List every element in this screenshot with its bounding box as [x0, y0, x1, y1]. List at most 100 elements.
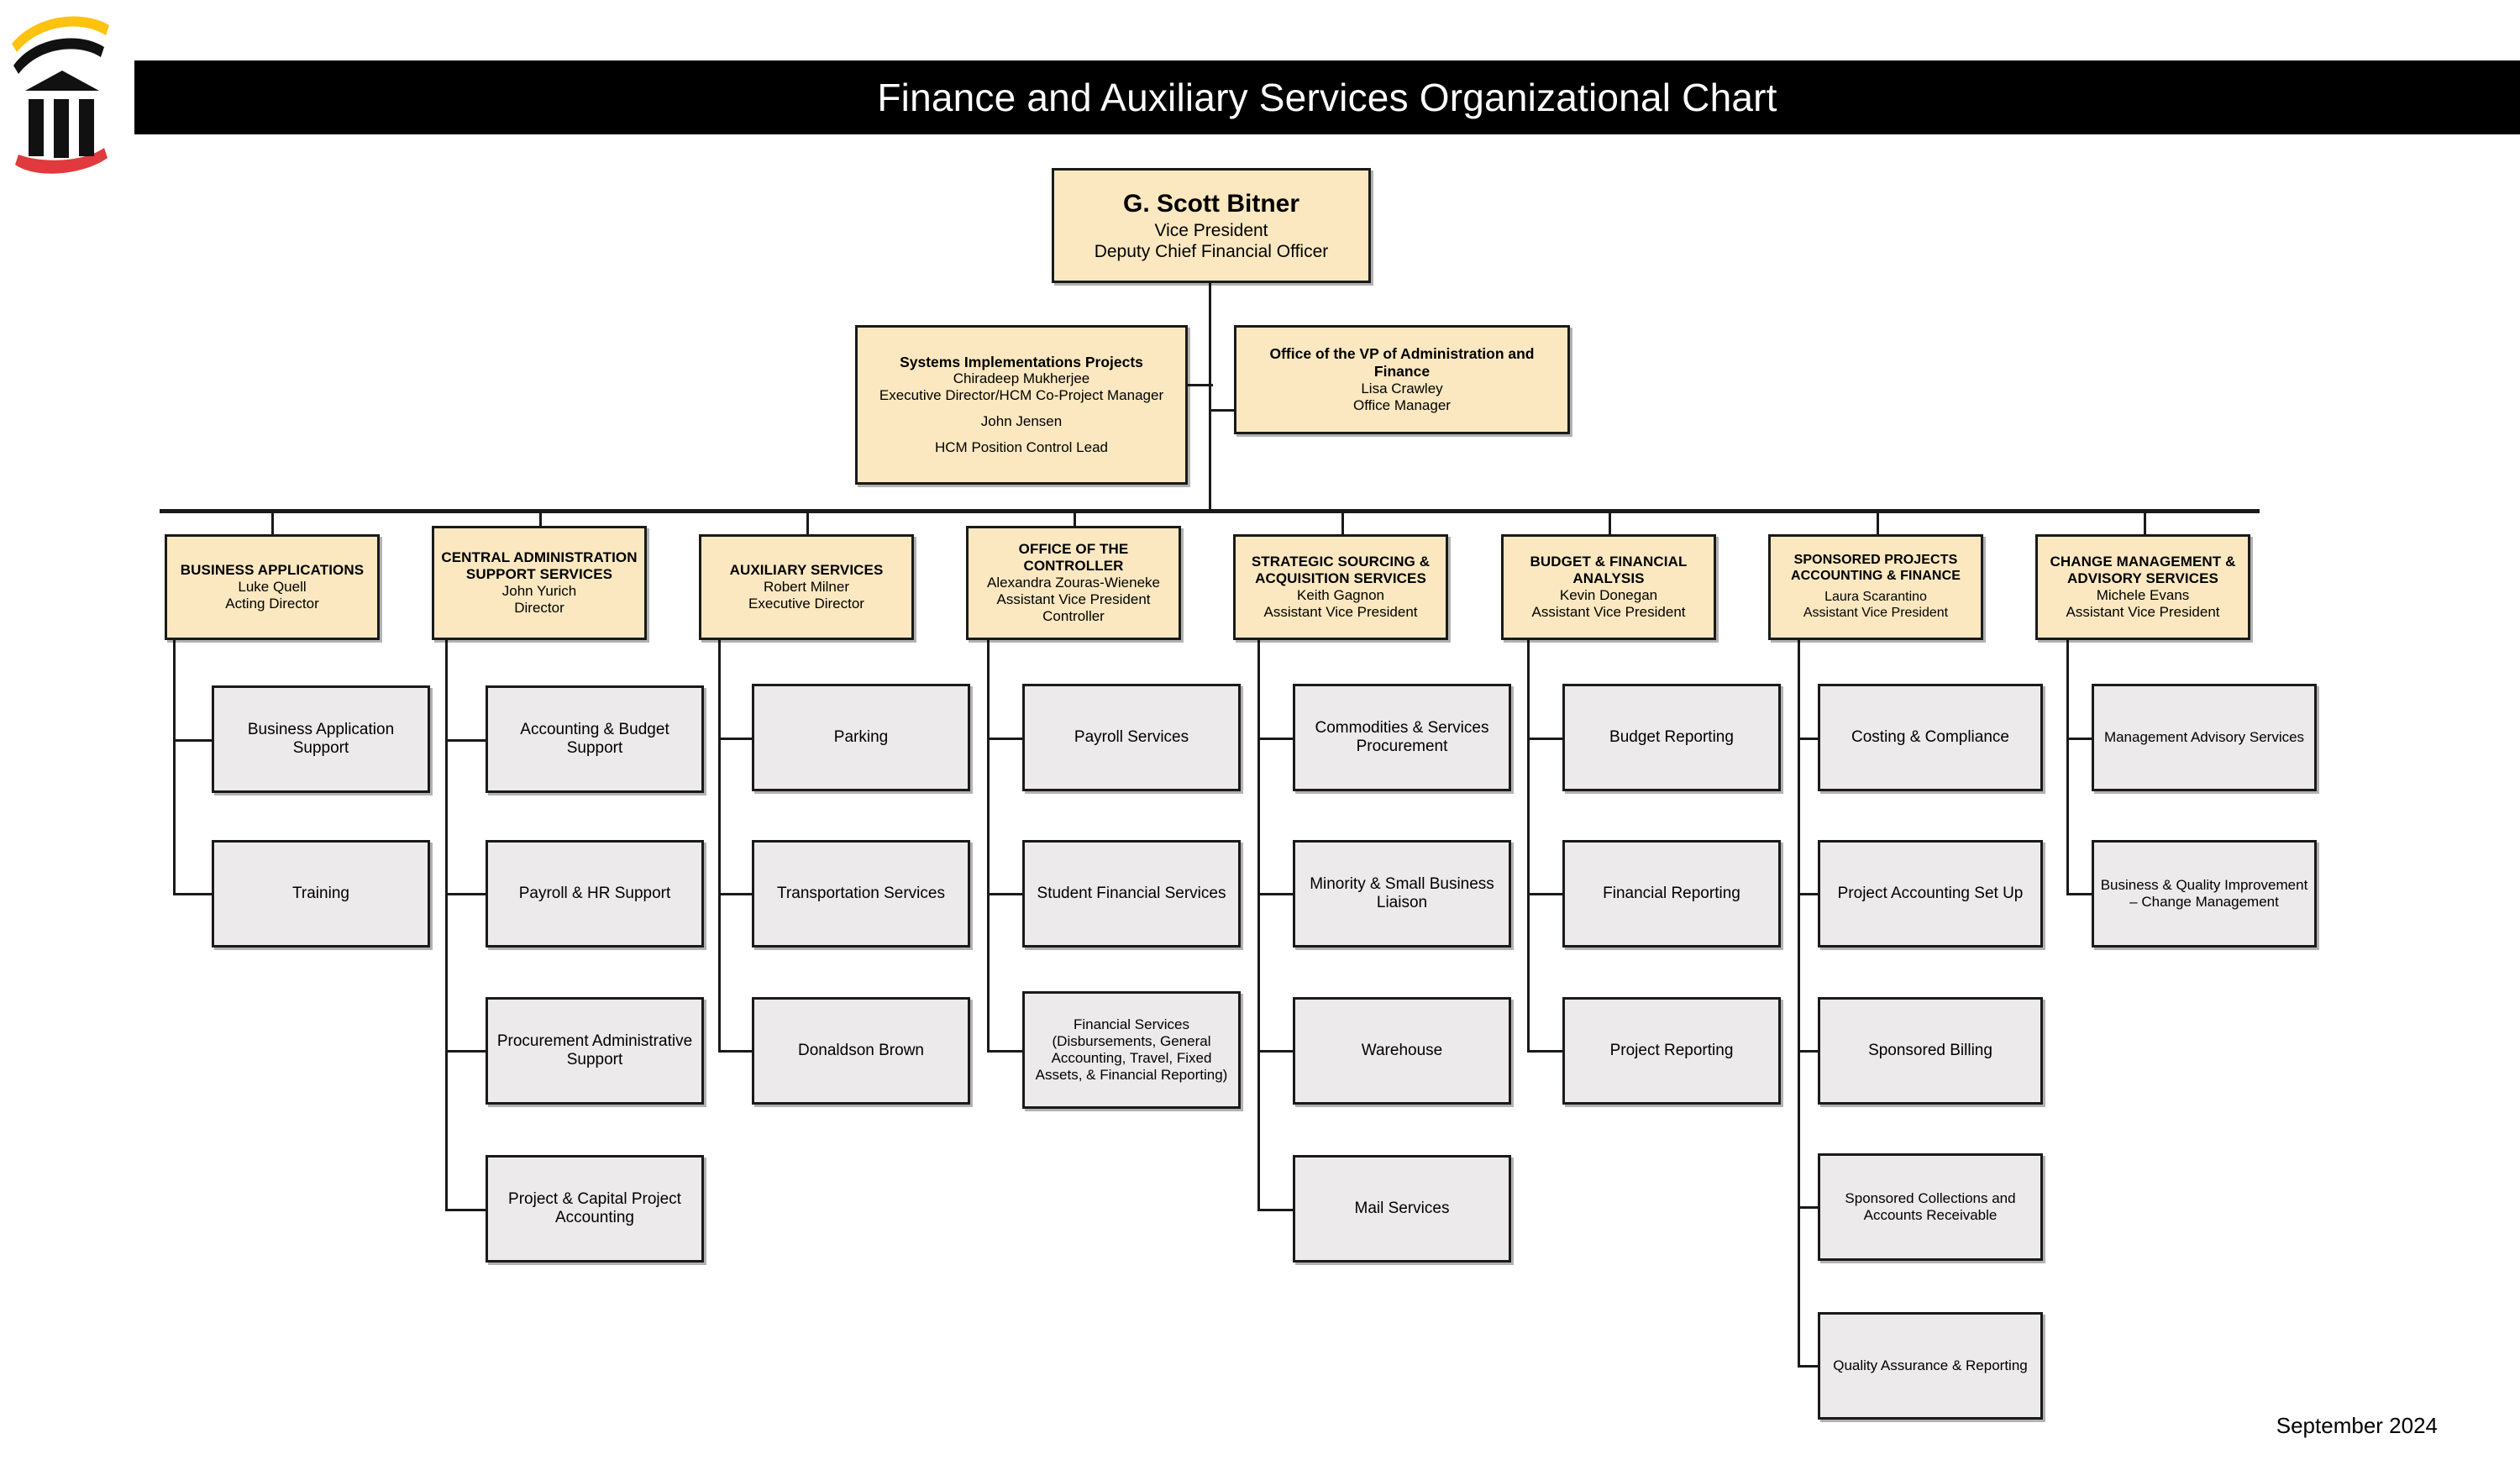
unit-label: Business Application Support — [247, 720, 395, 757]
node-dept-central-administration-support-services[interactable]: CENTRAL ADMINISTRATION SUPPORT SERVICES … — [432, 526, 647, 640]
node-office-vp-administration-finance[interactable]: Office of the VP of Administration and F… — [1234, 325, 1570, 434]
dept-6-heading: BUDGET & FINANCIAL ANALYSIS — [1530, 553, 1688, 586]
staff-2-line-1: Lisa Crawley — [1361, 380, 1443, 396]
node-unit-financial-reporting[interactable]: Financial Reporting — [1562, 840, 1781, 948]
connector-stub-c7-u5 — [1798, 1365, 1819, 1368]
node-unit-parking[interactable]: Parking — [752, 684, 970, 791]
connector-drop-dept-3 — [806, 509, 809, 534]
chart-date: September 2024 — [2276, 1413, 2438, 1438]
dept-1-heading: BUSINESS APPLICATIONS — [180, 561, 365, 578]
staff-1-line-4: John Jensen — [980, 413, 1063, 430]
connector-stub-c1-u1 — [173, 739, 212, 742]
dept-2-person: John Yurich — [501, 583, 577, 599]
connector-stub-c4-u2 — [987, 893, 1024, 895]
connector-spine-col-3 — [718, 640, 721, 1052]
node-dept-office-of-the-controller[interactable]: OFFICE OF THE CONTROLLER Alexandra Zoura… — [966, 526, 1181, 640]
root-name: G. Scott Bitner — [1122, 189, 1299, 218]
node-dept-business-applications[interactable]: BUSINESS APPLICATIONS Luke Quell Acting … — [165, 534, 380, 640]
dept-8-role: Assistant Vice President — [2066, 604, 2220, 621]
connector-stub-c7-u4 — [1798, 1206, 1819, 1209]
node-unit-costing-compliance[interactable]: Costing & Compliance — [1818, 684, 2043, 791]
university-columns-logo — [12, 16, 109, 174]
unit-label: Payroll Services — [1074, 727, 1189, 746]
dept-4-role: Assistant Vice President — [996, 591, 1151, 608]
node-unit-transportation-services[interactable]: Transportation Services — [752, 840, 970, 948]
connector-staff-left-stub — [1188, 384, 1213, 386]
dept-8-person: Michele Evans — [2096, 587, 2190, 603]
unit-label: Parking — [833, 727, 889, 746]
node-dept-budget-financial-analysis[interactable]: BUDGET & FINANCIAL ANALYSIS Kevin Donega… — [1501, 534, 1716, 640]
dept-1-person: Luke Quell — [238, 578, 307, 595]
node-dept-change-management-advisory-services[interactable]: CHANGE MANAGEMENT & ADVISORY SERVICES Mi… — [2035, 534, 2250, 640]
node-unit-project-reporting[interactable]: Project Reporting — [1562, 997, 1781, 1105]
connector-spine-col-7 — [1798, 640, 1800, 1368]
connector-stub-c7-u1 — [1798, 738, 1819, 740]
unit-label: Business & Quality Improvement – Change … — [2100, 876, 2308, 910]
node-dept-auxiliary-services[interactable]: AUXILIARY SERVICES Robert Milner Executi… — [699, 534, 914, 640]
node-unit-financial-services[interactable]: Financial Services (Disbursements, Gener… — [1022, 991, 1241, 1109]
node-unit-sponsored-billing[interactable]: Sponsored Billing — [1818, 997, 2043, 1105]
node-unit-accounting-budget-support[interactable]: Accounting & Budget Support — [486, 685, 704, 793]
connector-stub-c4-u3 — [987, 1050, 1024, 1053]
dept-4-person: Alexandra Zouras-Wieneke — [987, 574, 1160, 591]
connector-stub-c2-u3 — [445, 1050, 486, 1053]
node-dept-sponsored-projects-accounting-finance[interactable]: SPONSORED PROJECTS ACCOUNTING & FINANCE … — [1768, 534, 1983, 640]
connector-spine-col-8 — [2066, 640, 2069, 895]
connector-stub-c8-u2 — [2066, 893, 2092, 895]
unit-label: Sponsored Collections and Accounts Recei… — [1845, 1189, 2016, 1223]
connector-stub-c3-u1 — [718, 738, 753, 740]
unit-label: Costing & Compliance — [1851, 727, 2009, 746]
connector-stub-c4-u1 — [987, 738, 1024, 740]
unit-label: Accounting & Budget Support — [520, 720, 669, 757]
node-unit-payroll-hr-support[interactable]: Payroll & HR Support — [486, 840, 704, 948]
node-unit-minority-small-business-liaison[interactable]: Minority & Small Business Liaison — [1293, 840, 1511, 948]
unit-label: Sponsored Billing — [1868, 1041, 1992, 1059]
unit-label: Minority & Small Business Liaison — [1310, 874, 1494, 911]
dept-3-person: Robert Milner — [763, 578, 850, 595]
node-unit-warehouse[interactable]: Warehouse — [1293, 997, 1511, 1105]
node-unit-donaldson-brown[interactable]: Donaldson Brown — [752, 997, 970, 1105]
dept-2-heading: CENTRAL ADMINISTRATION SUPPORT SERVICES — [441, 549, 638, 582]
unit-label: Project Reporting — [1609, 1041, 1734, 1059]
node-unit-budget-reporting[interactable]: Budget Reporting — [1562, 684, 1781, 791]
unit-label: Mail Services — [1354, 1199, 1450, 1217]
unit-label: Transportation Services — [777, 884, 945, 902]
connector-stub-c2-u1 — [445, 739, 486, 742]
unit-label: Project & Capital Project Accounting — [508, 1189, 681, 1226]
root-title-2: Deputy Chief Financial Officer — [1094, 241, 1329, 261]
node-unit-payroll-services[interactable]: Payroll Services — [1022, 684, 1241, 791]
node-unit-quality-assurance-reporting[interactable]: Quality Assurance & Reporting — [1818, 1312, 2043, 1420]
node-unit-commodities-services-procurement[interactable]: Commodities & Services Procurement — [1293, 684, 1511, 791]
connector-stub-c8-u1 — [2066, 738, 2092, 740]
node-dept-strategic-sourcing-acquisition-services[interactable]: STRATEGIC SOURCING & ACQUISITION SERVICE… — [1233, 534, 1448, 640]
node-unit-mail-services[interactable]: Mail Services — [1293, 1155, 1511, 1263]
node-unit-sponsored-collections-accounts-receivable[interactable]: Sponsored Collections and Accounts Recei… — [1818, 1153, 2043, 1261]
unit-label: Donaldson Brown — [798, 1041, 924, 1059]
unit-label: Training — [292, 884, 349, 902]
unit-label: Payroll & HR Support — [518, 884, 671, 902]
staff-1-line-2: Executive Director/HCM Co-Project Manage… — [879, 387, 1164, 404]
dept-3-role: Executive Director — [748, 596, 864, 612]
connector-drop-dept-7 — [1877, 509, 1879, 534]
node-unit-project-capital-project-accounting[interactable]: Project & Capital Project Accounting — [486, 1155, 704, 1263]
node-unit-student-financial-services[interactable]: Student Financial Services — [1022, 840, 1241, 948]
node-unit-business-quality-improvement-change-management[interactable]: Business & Quality Improvement – Change … — [2092, 840, 2317, 948]
dept-4-heading: OFFICE OF THE CONTROLLER — [1018, 540, 1129, 574]
node-unit-project-accounting-set-up[interactable]: Project Accounting Set Up — [1818, 840, 2043, 948]
connector-stub-c7-u3 — [1798, 1050, 1819, 1053]
dept-5-heading: STRATEGIC SOURCING & ACQUISITION SERVICE… — [1251, 553, 1431, 586]
node-unit-training[interactable]: Training — [212, 840, 430, 948]
connector-stub-c6-u3 — [1527, 1050, 1564, 1053]
node-unit-management-advisory-services[interactable]: Management Advisory Services — [2092, 684, 2317, 791]
dept-6-person: Kevin Donegan — [1559, 587, 1658, 603]
node-root-vice-president[interactable]: G. Scott Bitner Vice President Deputy Ch… — [1052, 168, 1371, 283]
page-title-bar: Finance and Auxiliary Services Organizat… — [134, 60, 2520, 134]
dept-3-heading: AUXILIARY SERVICES — [729, 561, 884, 578]
node-systems-implementations-projects[interactable]: Systems Implementations Projects Chirade… — [855, 325, 1188, 485]
node-unit-procurement-administrative-support[interactable]: Procurement Administrative Support — [486, 997, 704, 1105]
node-unit-business-application-support[interactable]: Business Application Support — [212, 685, 430, 793]
connector-drop-dept-6 — [1609, 509, 1611, 534]
connector-drop-dept-5 — [1341, 509, 1344, 534]
dept-1-role: Acting Director — [225, 596, 319, 612]
dept-7-person: Laura Scarantino — [1824, 590, 1927, 604]
